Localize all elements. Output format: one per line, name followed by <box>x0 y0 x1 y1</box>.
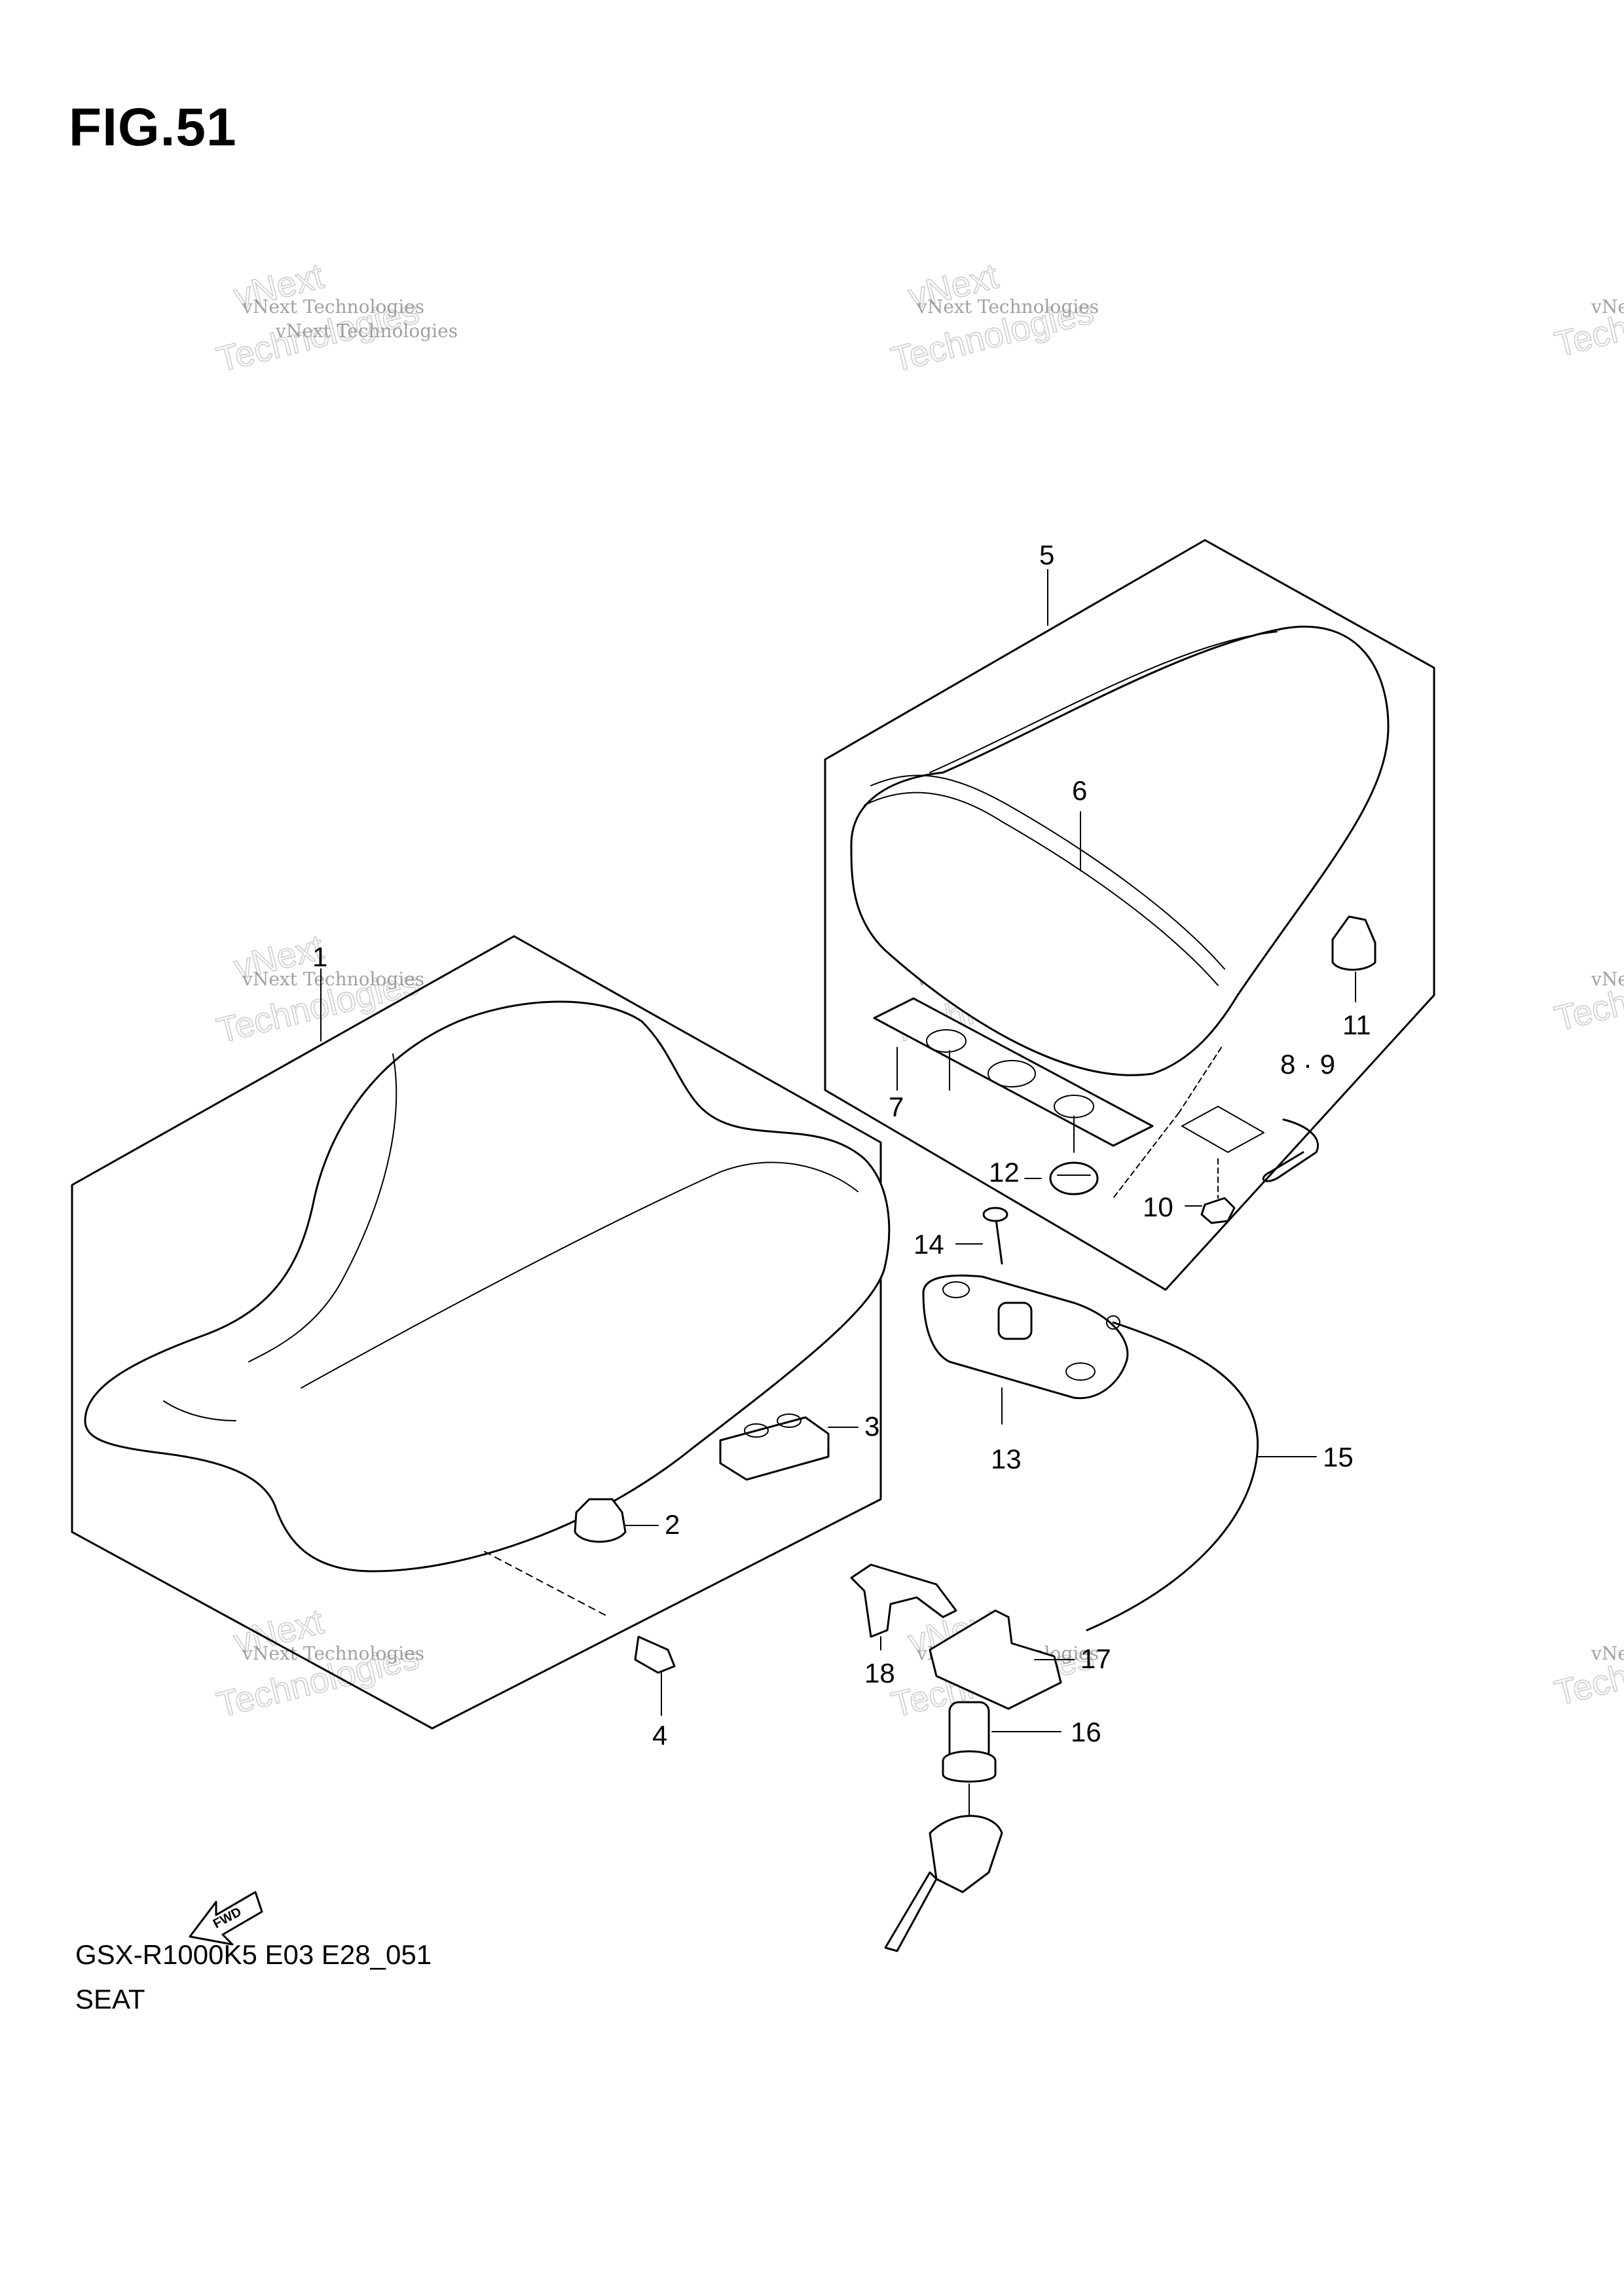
bracket-plate-7 <box>873 997 1154 1147</box>
callout-16: 16 <box>1071 1717 1101 1747</box>
rear-seat-assembly-box <box>824 539 1435 1291</box>
callout-1: 1 <box>312 941 327 972</box>
front-seat-tail-seam <box>163 1400 236 1421</box>
bolt-4 <box>634 1635 676 1674</box>
callout-8-9: 8 · 9 <box>1280 1049 1335 1080</box>
svg-text:vNext Technologies: vNext Technologies <box>242 296 424 318</box>
callout-18: 18 <box>864 1658 895 1688</box>
front-seat-assembly-box <box>71 935 891 1730</box>
callout-12: 12 <box>989 1157 1020 1188</box>
seat-cushion-rubber-11 <box>1331 915 1376 971</box>
watermark-top-center: vNext Technologies vNext Technologies <box>887 256 1099 380</box>
fwd-arrow: FWD <box>189 1891 263 1946</box>
watermark-low-right: vNext Technologies Technologies <box>1551 1624 1624 1713</box>
callout-14: 14 <box>913 1229 944 1260</box>
lock-key-blade <box>884 1871 938 1952</box>
svg-text:vNext Technologies: vNext Technologies <box>242 968 424 990</box>
seat-lock-assembly <box>850 1207 1259 1952</box>
svg-text:vNext Technologies: vNext Technologies <box>1591 1643 1624 1664</box>
lock-bracket-17 <box>929 1609 1062 1710</box>
svg-text:vNext Technologies: vNext Technologies <box>1591 968 1624 990</box>
cable-15 <box>1086 1321 1259 1631</box>
nut-10 <box>1200 1197 1236 1224</box>
svg-text:Technologies: Technologies <box>1551 951 1624 1038</box>
lock-base-hole-2 <box>1065 1362 1096 1381</box>
rear-seat-piping-line <box>870 774 1225 970</box>
bolt-4-leader <box>484 1551 610 1618</box>
callout-2: 2 <box>665 1509 680 1540</box>
callout-3: 3 <box>864 1411 879 1442</box>
watermark-top-right: vNext Technologies Technologies <box>1551 276 1624 365</box>
bracket-hole <box>926 1029 967 1053</box>
hook-leader-2 <box>1113 1112 1179 1199</box>
svg-text:vNext Technologies: vNext Technologies <box>242 1643 424 1664</box>
front-seat-seam-line <box>248 1053 397 1362</box>
svg-text:vNext Technologies: vNext Technologies <box>1591 296 1624 318</box>
svg-text:Technologies: Technologies <box>1551 276 1624 364</box>
lock-base-hole <box>942 1281 970 1298</box>
bracket-3 <box>719 1416 830 1481</box>
callout-leaders <box>320 569 1356 1732</box>
callout-13: 13 <box>991 1444 1022 1474</box>
callout-5: 5 <box>1039 539 1054 570</box>
fwd-arrow-shape <box>189 1891 263 1946</box>
callout-numbers: 1 2 3 4 5 6 7 8 · 9 10 11 12 13 14 15 16… <box>312 539 1371 1751</box>
bracket-3-knob-2 <box>777 1413 802 1428</box>
lock-base-boss <box>997 1302 1033 1340</box>
section-name-label: SEAT <box>75 1984 145 2014</box>
svg-text:vNext Technologies: vNext Technologies <box>275 320 458 342</box>
lock-key-head <box>929 1815 1003 1893</box>
svg-text:Technologies: Technologies <box>1551 1625 1624 1713</box>
clip-18 <box>850 1563 957 1638</box>
screw-14-head <box>982 1207 1008 1222</box>
hook-plate-8 <box>1181 1106 1264 1153</box>
bracket-hole-2 <box>987 1060 1036 1087</box>
screw-14 <box>994 1213 1003 1265</box>
cable-end <box>1106 1315 1120 1330</box>
hook-leader <box>1178 1047 1222 1114</box>
svg-text:vNext Technologies: vNext Technologies <box>916 296 1099 318</box>
callout-10: 10 <box>1143 1192 1173 1222</box>
callout-4: 4 <box>652 1720 667 1751</box>
figure-title: FIG.51 <box>69 98 237 157</box>
rubber-cushion-2 <box>574 1498 627 1543</box>
callout-17: 17 <box>1080 1643 1111 1674</box>
hook-wire-9 <box>1262 1118 1319 1182</box>
rear-seat-piping-line-2 <box>864 792 1219 986</box>
watermark-top-left: vNext Technologies vNext Technologies vN… <box>213 256 458 380</box>
callout-11: 11 <box>1342 1010 1371 1040</box>
lock-cylinder-flange <box>942 1750 997 1783</box>
watermark-mid-right: vNext Technologies Technologies <box>1551 950 1624 1039</box>
nut-12 <box>1049 1161 1099 1195</box>
front-seat-seam-line-2 <box>301 1161 858 1389</box>
rear-seat-top-edge <box>929 631 1278 773</box>
rear-seat-cushion-shape <box>850 625 1390 1076</box>
callout-6: 6 <box>1072 775 1087 806</box>
front-seat-outline-hexagon <box>71 935 882 1730</box>
model-code-label: GSX-R1000K5 E03 E28_051 <box>75 1939 432 1970</box>
bracket-3-knob <box>744 1423 769 1438</box>
callout-15: 15 <box>1323 1442 1354 1472</box>
rear-seat-outline-hexagon <box>824 539 1435 1291</box>
callout-7: 7 <box>889 1091 904 1122</box>
